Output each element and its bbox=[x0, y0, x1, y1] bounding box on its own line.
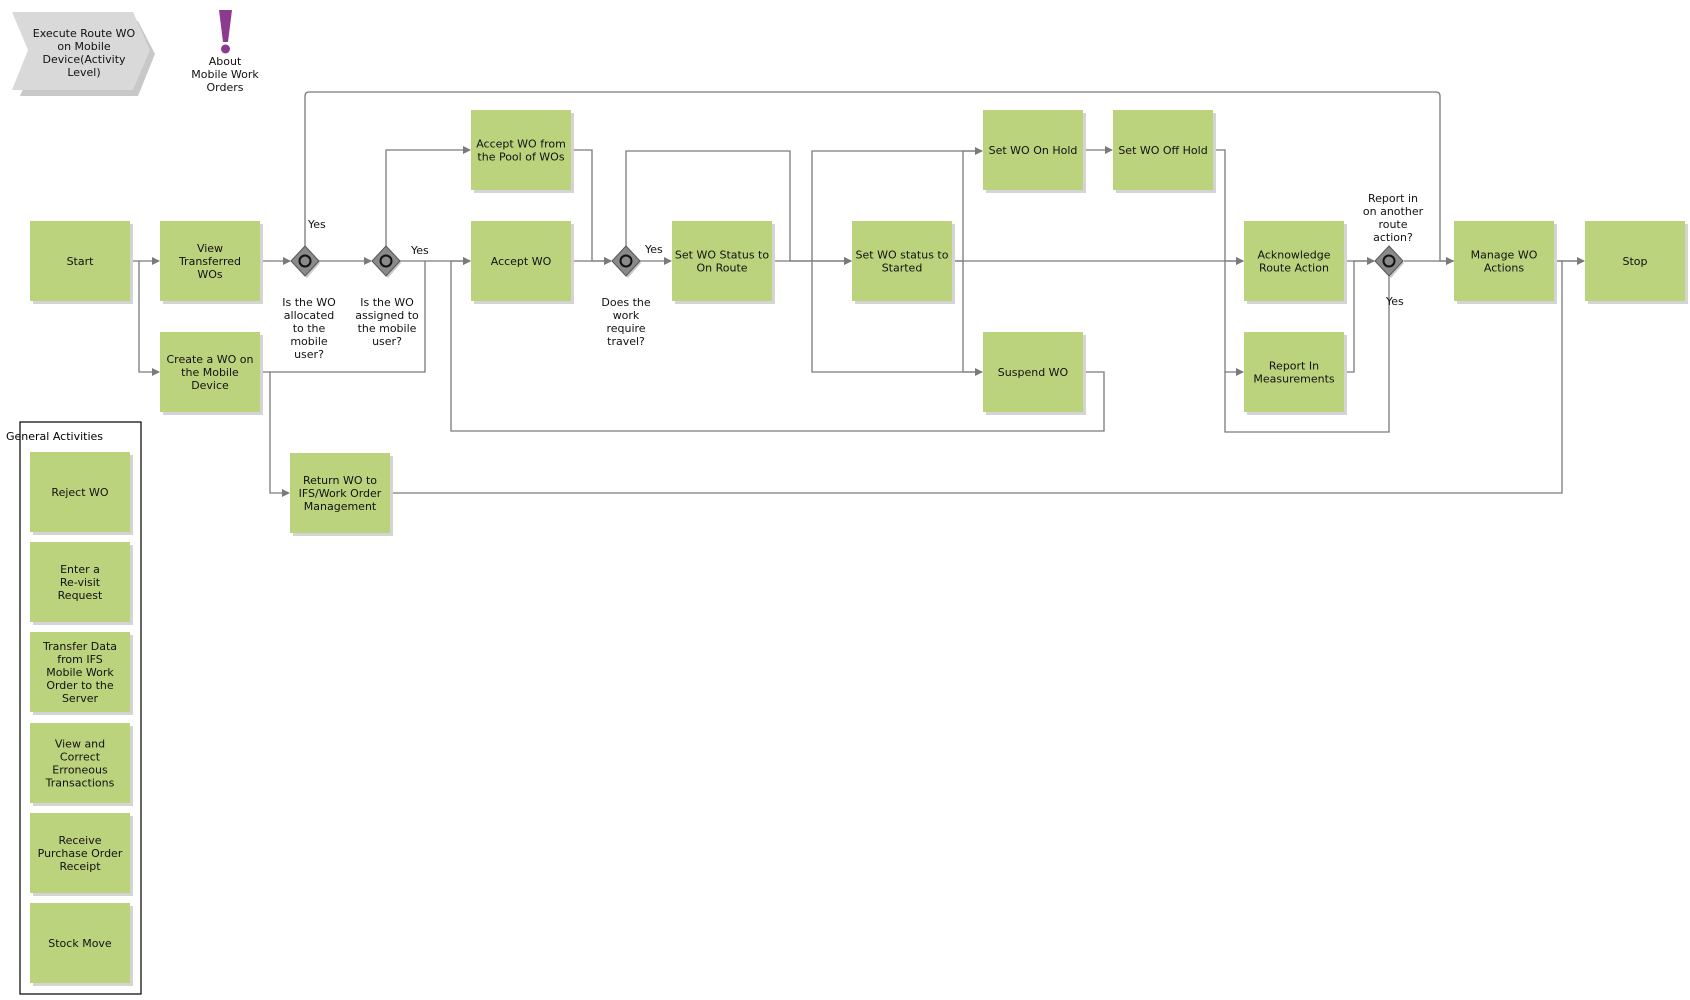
sequence-flow bbox=[1213, 149, 1244, 265]
flow-label-yes: Yes bbox=[1385, 295, 1404, 308]
activity-accept-wo[interactable]: Accept WO bbox=[471, 221, 574, 304]
general-activity-label: Stock Move bbox=[48, 937, 112, 950]
sequence-flow bbox=[269, 372, 290, 497]
sequence-flow bbox=[962, 261, 982, 373]
sequence-flow bbox=[304, 91, 1454, 265]
activity-set-off-hold-label: Set WO Off Hold bbox=[1118, 144, 1207, 157]
sequence-flow bbox=[138, 261, 160, 376]
flow-label-yes: Yes bbox=[307, 218, 326, 231]
sequence-flow bbox=[1224, 261, 1244, 376]
sequence-flow bbox=[571, 149, 612, 265]
sequence-flow bbox=[811, 261, 983, 376]
activity-suspend-wo[interactable]: Suspend WO bbox=[983, 332, 1086, 415]
activity-set-on-hold[interactable]: Set WO On Hold bbox=[983, 110, 1086, 193]
flow-label-yes: Yes bbox=[410, 244, 429, 257]
flow-label-yes: Yes bbox=[644, 243, 663, 256]
sequence-flow bbox=[811, 147, 983, 261]
sequence-flow bbox=[450, 257, 1105, 432]
end-event-label: Stop bbox=[1622, 255, 1647, 268]
general-activities-title: General Activities bbox=[6, 430, 103, 443]
start-event[interactable]: Start bbox=[30, 221, 133, 304]
sequence-flow bbox=[1344, 260, 1374, 373]
activity-set-off-hold[interactable]: Set WO Off Hold bbox=[1113, 110, 1216, 193]
sequence-flow bbox=[952, 150, 982, 262]
end-event[interactable]: Stop bbox=[1585, 221, 1688, 304]
start-event-label: Start bbox=[67, 255, 95, 268]
activity-accept-wo-label: Accept WO bbox=[491, 255, 552, 268]
general-activity-item[interactable]: Stock Move bbox=[30, 903, 133, 986]
activity-set-on-hold-label: Set WO On Hold bbox=[989, 144, 1078, 157]
sequence-flow bbox=[1224, 276, 1390, 433]
general-activity-label: Reject WO bbox=[51, 486, 108, 499]
sequence-flow bbox=[260, 261, 426, 373]
activity-suspend-wo-label: Suspend WO bbox=[998, 366, 1069, 379]
general-activity-item[interactable]: Reject WO bbox=[30, 452, 133, 535]
sequence-flows bbox=[130, 91, 1585, 497]
sequence-flow bbox=[385, 146, 471, 246]
exclamation-icon bbox=[219, 10, 232, 54]
